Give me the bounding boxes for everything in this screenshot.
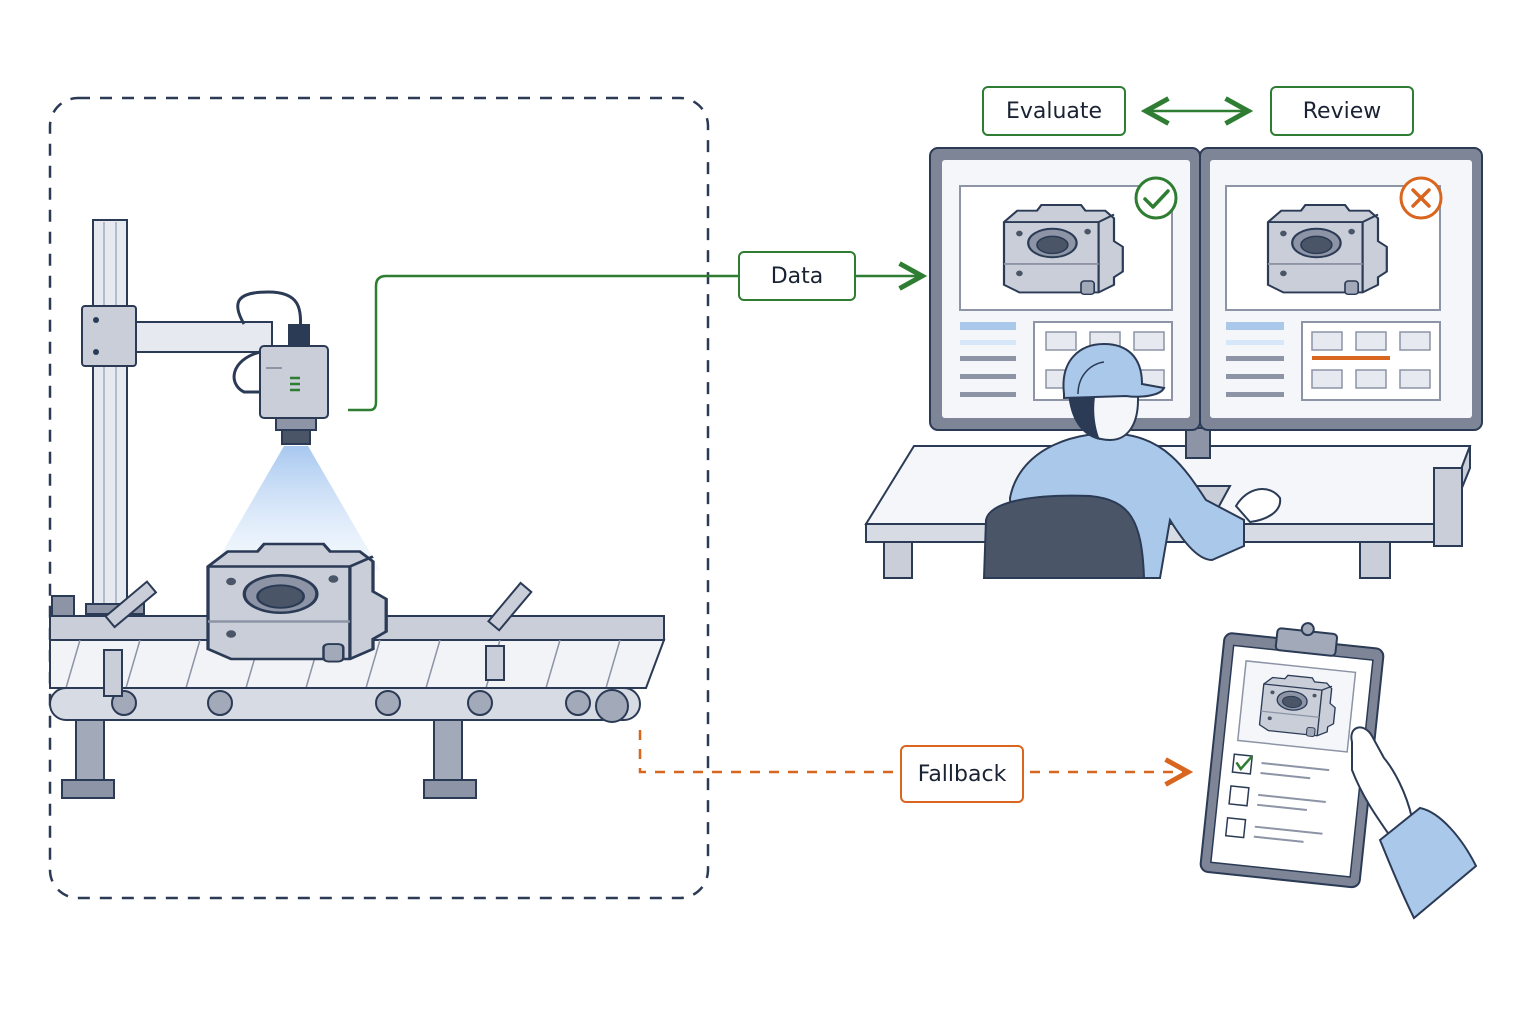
data-label: Data: [738, 251, 856, 301]
evaluate-label: Evaluate: [982, 86, 1126, 136]
camera-mount: [81, 219, 302, 615]
right-screen-content: [1225, 185, 1441, 401]
inspection-camera: [212, 324, 380, 570]
manual-inspection-clipboard: [1199, 622, 1385, 889]
inspection-station-boundary: [48, 96, 710, 900]
check-circle-icon: [1134, 176, 1178, 220]
checked-box-icon: [1235, 755, 1254, 771]
unchecked-box-icon: [1228, 785, 1250, 807]
x-circle-icon: [1399, 176, 1443, 220]
data-connector: [348, 274, 738, 412]
inspector-hand: [1350, 726, 1478, 920]
fallback-label: Fallback: [900, 745, 1024, 803]
conveyor-belt: [49, 580, 666, 799]
unchecked-box-icon: [1224, 816, 1247, 839]
review-label: Review: [1270, 86, 1414, 136]
operator-chair: [982, 494, 1146, 579]
part-on-conveyor: [206, 542, 388, 664]
camera-light-beam: [212, 446, 380, 570]
fallback-connector: [638, 730, 900, 774]
